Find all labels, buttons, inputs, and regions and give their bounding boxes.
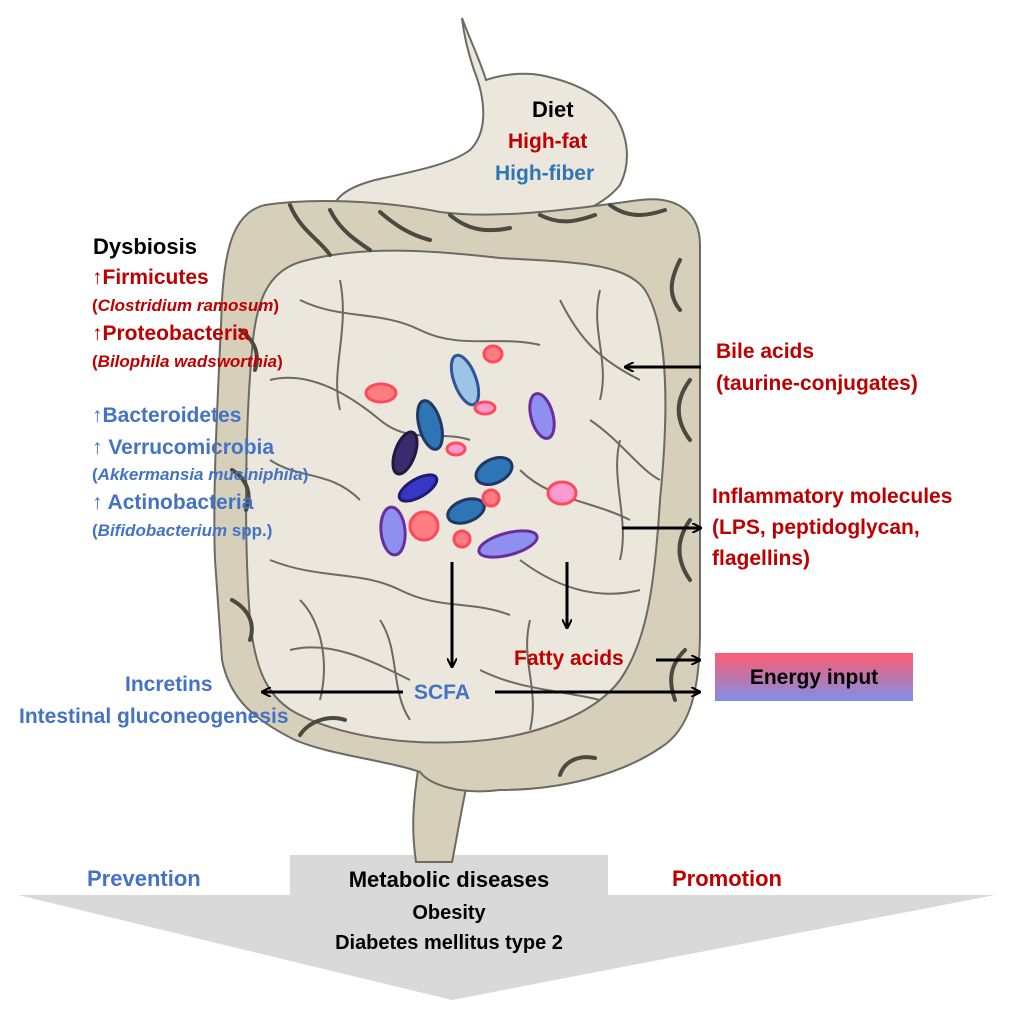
diet-high-fiber: High-fiber xyxy=(495,162,595,185)
bacterium xyxy=(474,455,514,487)
proteobacteria-example: (Bilophila wadsworthia) xyxy=(92,352,283,371)
bacterium xyxy=(397,473,439,503)
bacterium xyxy=(379,505,407,557)
bacterium xyxy=(446,497,486,525)
colon-folds xyxy=(230,203,692,777)
actinobacteria-example: (Bifidobacterium spp.) xyxy=(92,521,273,540)
up-arrow-icon: ↑ xyxy=(92,404,103,427)
fatty-acids-label: Fatty acids xyxy=(514,647,624,670)
bacterium xyxy=(408,510,440,542)
firmicutes-example: (Clostridium ramosum) xyxy=(92,296,280,315)
bacterium xyxy=(416,399,444,451)
inflammatory-detail-1: (LPS, peptidoglycan, xyxy=(712,516,920,539)
bacterium xyxy=(452,529,472,549)
promotion-label: Promotion xyxy=(672,866,782,891)
diet-title: Diet xyxy=(532,97,574,122)
incretins-label: Incretins xyxy=(125,673,213,696)
verrucomicrobia-example: (Akkermansia muciniphila) xyxy=(92,465,309,484)
bacterium xyxy=(449,353,481,407)
diabetes-label: Diabetes mellitus type 2 xyxy=(335,932,563,954)
verrucomicrobia-label: ↑ Verrucomicrobia xyxy=(92,436,275,459)
obesity-label: Obesity xyxy=(412,902,486,924)
actinobacteria-label: ↑ Actinobacteria xyxy=(92,491,254,514)
bacterium xyxy=(473,400,497,416)
outcome-arrow-shape xyxy=(18,855,995,1000)
up-arrow-icon: ↑ xyxy=(92,491,103,514)
bacterium xyxy=(477,529,539,559)
dysbiosis-title: Dysbiosis xyxy=(93,234,197,259)
proteobacteria-label: ↑Proteobacteria xyxy=(92,322,250,345)
bacterium xyxy=(391,430,419,476)
bacterium xyxy=(528,392,556,440)
bacterium xyxy=(481,488,501,508)
energy-input-label: Energy input xyxy=(749,665,879,689)
bacterium xyxy=(445,441,467,457)
bile-acids-detail: (taurine-conjugates) xyxy=(716,372,918,395)
rectum-shape xyxy=(412,769,472,863)
bacteria-cluster xyxy=(364,344,578,559)
up-arrow-icon: ↑ xyxy=(92,266,103,289)
small-intestine-shape xyxy=(245,249,667,744)
inflammatory-detail-2: flagellins) xyxy=(712,547,811,570)
bacterium xyxy=(482,344,504,364)
bacterium xyxy=(364,382,398,404)
bacteroidetes-label: ↑Bacteroidetes xyxy=(92,404,242,427)
up-arrow-icon: ↑ xyxy=(92,322,103,345)
flow-arrows xyxy=(262,367,701,692)
up-arrow-icon: ↑ xyxy=(92,436,103,459)
metabolic-diseases-title: Metabolic diseases xyxy=(348,867,550,892)
diet-high-fat: High-fat xyxy=(508,130,588,153)
firmicutes-label: ↑Firmicutes xyxy=(92,266,209,289)
inflammatory-title: Inflammatory molecules xyxy=(712,485,953,508)
gluconeogenesis-label: Intestinal gluconeogenesis xyxy=(19,705,289,728)
prevention-label: Prevention xyxy=(87,866,201,891)
stomach-shape xyxy=(331,17,628,234)
bile-acids-title: Bile acids xyxy=(716,340,815,363)
energy-input-box: Energy input xyxy=(715,653,913,701)
bacterium xyxy=(546,480,578,506)
scfa-label: SCFA xyxy=(414,681,471,704)
